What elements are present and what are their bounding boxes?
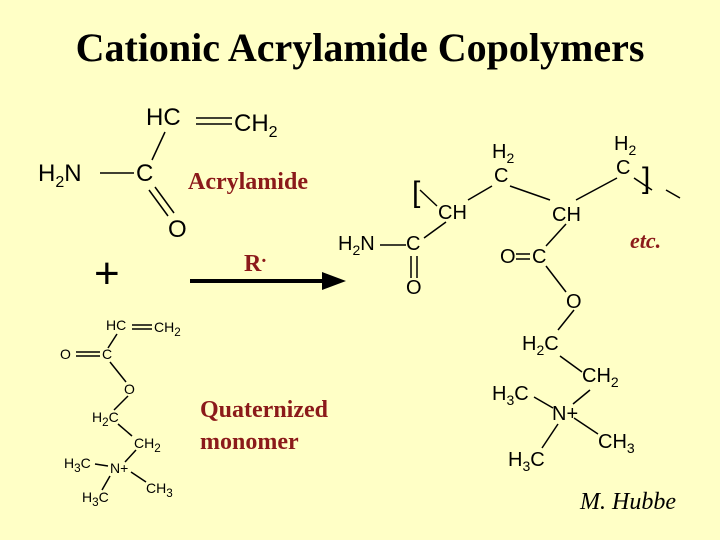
- mon-nplus: N+: [110, 460, 129, 476]
- acr-ch2: CH2: [234, 110, 278, 141]
- open-bracket: [: [412, 176, 421, 209]
- bond-p-bracket-r: [633, 177, 653, 191]
- poly-ester-c: C: [532, 246, 547, 268]
- poly-ch-1: CH: [438, 202, 467, 224]
- etc-label: etc.: [630, 228, 662, 253]
- bond-m-h3c-n: [94, 463, 109, 467]
- quaternized-label-line1: Quaternized: [200, 397, 328, 423]
- mon-h3c2: H3C: [82, 489, 109, 509]
- bond-p-h3c-n: [533, 396, 554, 409]
- author-credit: M. Hubbe: [580, 489, 676, 515]
- bond-p-o-h2c: [557, 309, 575, 331]
- mon-ch2: CH2: [154, 319, 181, 339]
- acr-hc: HC: [146, 104, 181, 131]
- bond-m-n-h3c: [101, 475, 111, 491]
- acr-h2n: H2N: [38, 160, 82, 191]
- initiator-radical: R.: [244, 245, 267, 277]
- bond-p-ch-c1: [467, 185, 493, 201]
- poly-nplus: N+: [552, 403, 579, 425]
- poly-h3c: H3C: [492, 383, 529, 408]
- bond-m-h2c-ch2: [117, 423, 133, 437]
- poly-amide-c: C: [406, 233, 421, 255]
- poly-ester-o: O: [566, 291, 582, 313]
- mon-h2c: H2C: [92, 409, 119, 429]
- acrylamide-label: Acrylamide: [188, 169, 308, 195]
- poly-h2-1: H2: [492, 141, 515, 166]
- bond-c-o-a: [148, 189, 169, 217]
- mon-h3c: H3C: [64, 455, 91, 475]
- bond-m-c-hc: [107, 333, 118, 349]
- poly-amide-o: O: [406, 277, 422, 299]
- quaternized-label-line2: monomer: [200, 429, 299, 455]
- bond-m-ch2-n: [124, 449, 137, 463]
- poly-ch3: CH3: [598, 431, 635, 456]
- poly-c-2: C: [616, 157, 631, 179]
- mon-hc: HC: [106, 317, 127, 333]
- bond-p-bracket-l: [419, 189, 438, 207]
- arrow-head: [322, 272, 346, 290]
- poly-h3c2: H3C: [508, 449, 545, 474]
- bond-p-ch-ester: [545, 223, 567, 247]
- bond-m-c-o: [109, 361, 127, 383]
- bond-p-h2c-ch2: [559, 355, 583, 373]
- poly-ester-o-double: O: [500, 246, 516, 268]
- poly-ch2b: CH2: [582, 365, 619, 390]
- acr-o: O: [168, 216, 187, 243]
- bond-p-n-ch3: [573, 417, 599, 435]
- close-bracket: ]: [642, 162, 651, 195]
- bond-p-c1-ch: [509, 185, 551, 201]
- plus-sign: +: [94, 249, 120, 298]
- mon-ch2b: CH2: [134, 435, 161, 455]
- bond-p-c2-right: [665, 189, 681, 199]
- mon-o-double: O: [60, 346, 71, 362]
- bond-p-c-o: [545, 265, 567, 293]
- poly-c-1: C: [494, 165, 509, 187]
- poly-h2-2: H2: [614, 133, 637, 158]
- bond-c-hc: [151, 131, 166, 161]
- poly-h2n: H2N: [338, 233, 375, 258]
- slide-title: Cationic Acrylamide Copolymers: [75, 25, 645, 70]
- bond-m-o-h2c: [113, 395, 129, 411]
- poly-ch-2: CH: [552, 204, 581, 226]
- mon-c: C: [102, 346, 113, 362]
- bond-m-n-ch3: [130, 471, 147, 483]
- bond-p-ch2-n: [572, 389, 591, 405]
- mon-o-ester: O: [124, 381, 135, 397]
- bond-p-ch-amide: [423, 221, 447, 239]
- poly-h2c: H2C: [522, 333, 559, 358]
- bond-p-n-h3c: [541, 423, 559, 449]
- bond-c-o-b: [154, 186, 175, 214]
- bond-p-ch-c2: [575, 177, 618, 201]
- mon-ch3: CH3: [146, 480, 173, 500]
- acr-c: C: [136, 160, 154, 187]
